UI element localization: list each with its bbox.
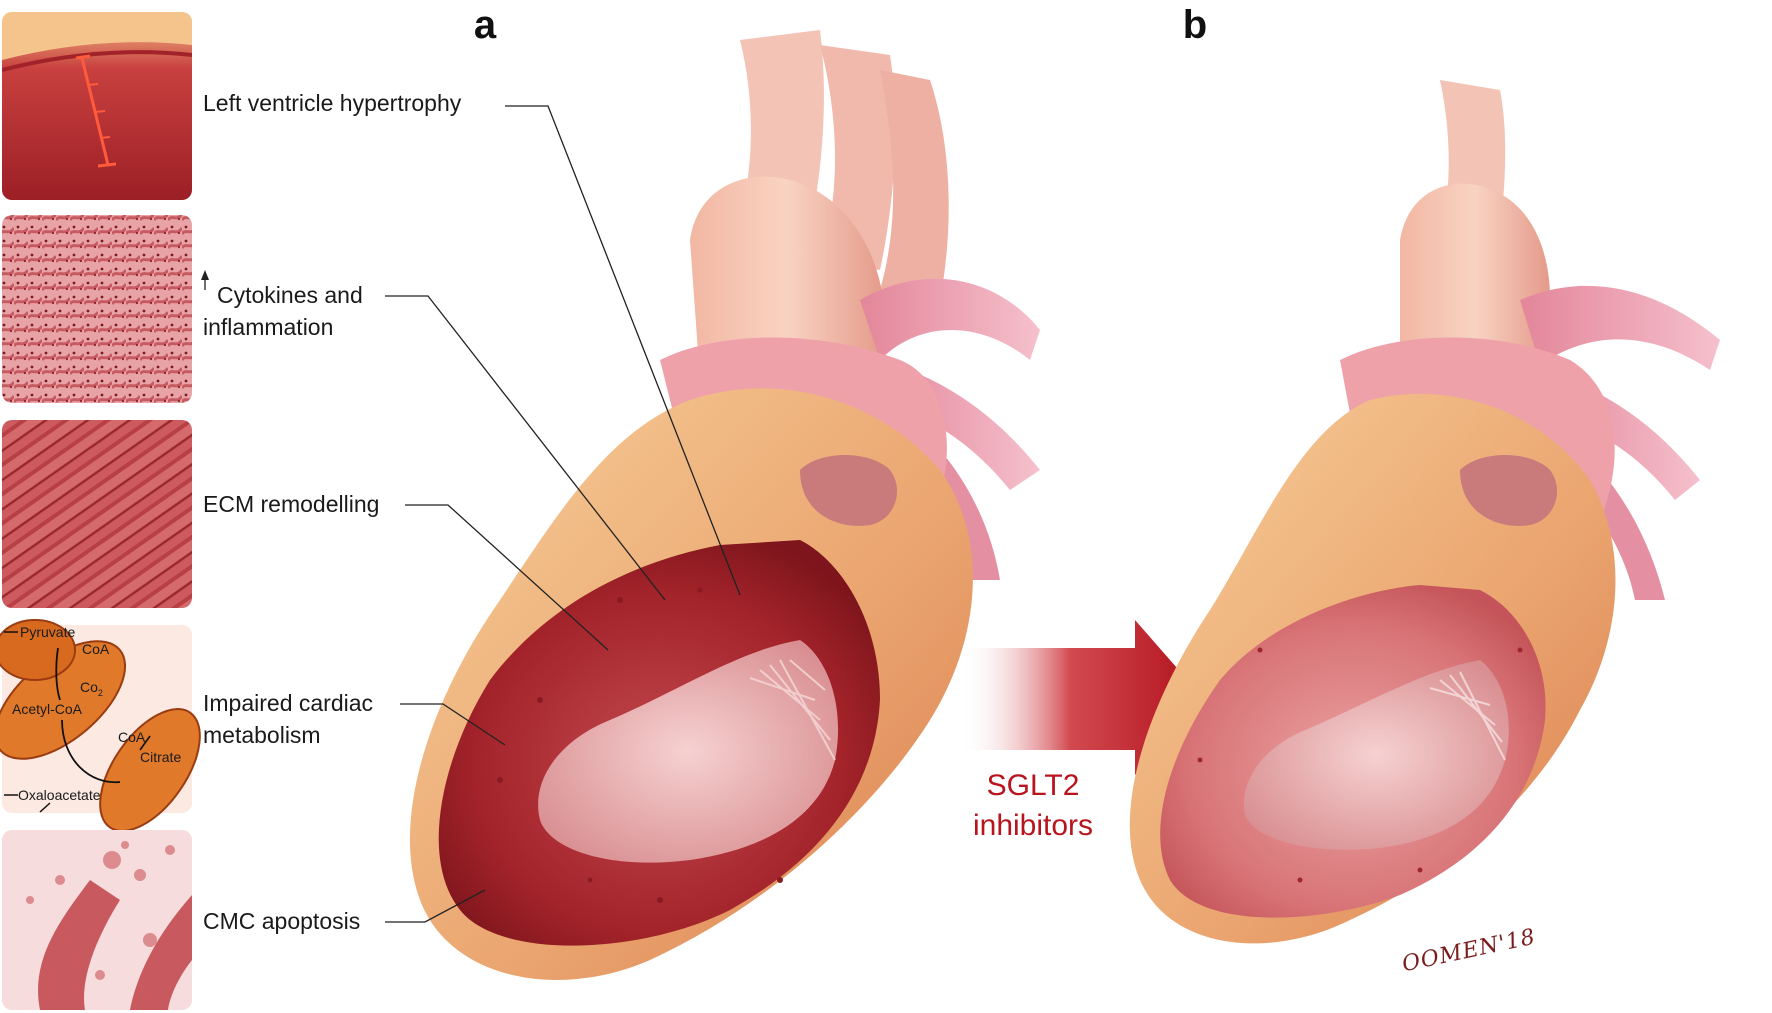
panel-letter-b: b [1183, 3, 1207, 47]
treatment-arrow [960, 620, 1205, 775]
coa-label-1: CoA [82, 641, 110, 657]
label-impaired-metabolism-line1: Impaired cardiac [203, 690, 373, 716]
inset-cytokines [2, 215, 192, 403]
heart-a [409, 30, 1040, 981]
acetyl-coa-label: Acetyl-CoA [12, 701, 83, 717]
artist-signature: OOMEN'18 [1400, 925, 1538, 978]
inset-metabolism: Pyruvate CoA Co2 Acetyl-CoA CoA Citrate … [0, 619, 201, 832]
label-cytokines-line1: Cytokines and [217, 282, 363, 308]
panel-letter-a: a [474, 3, 497, 47]
heart-b [1129, 80, 1720, 944]
label-impaired-metabolism-line2: metabolism [203, 722, 321, 748]
co2-label: Co2 [80, 679, 103, 698]
label-cytokines-line2: inflammation [203, 314, 333, 340]
citrate-label: Citrate [140, 749, 181, 765]
inset-lv-hypertrophy [2, 12, 192, 200]
inset-cmc-apoptosis [2, 830, 192, 1010]
label-lv-hypertrophy: Left ventricle hypertrophy [203, 90, 462, 116]
inset-ecm [2, 420, 192, 608]
leader-lines [201, 105, 741, 923]
pyruvate-label: Pyruvate [20, 624, 75, 640]
coa-label-2: CoA [118, 729, 146, 745]
inhibitors-label: inhibitors [973, 809, 1093, 842]
oxaloacetate-label: Oxaloacetate [18, 787, 101, 803]
label-ecm-remodelling: ECM remodelling [203, 491, 379, 517]
sglt2-label: SGLT2 [987, 769, 1080, 802]
label-cmc-apoptosis: CMC apoptosis [203, 908, 360, 934]
